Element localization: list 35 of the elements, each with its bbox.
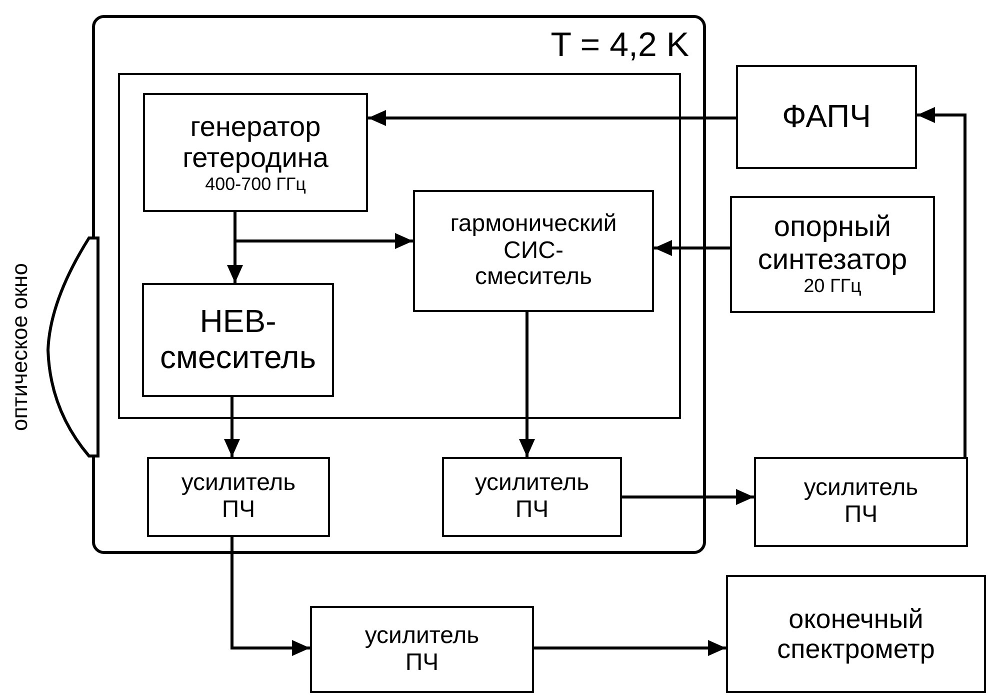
arrow xyxy=(519,312,535,457)
block-label: генератор гетеродина xyxy=(182,111,330,174)
block-box xyxy=(730,196,935,313)
block-label: усилитель ПЧ xyxy=(364,622,480,676)
arrow xyxy=(622,489,754,505)
block-label: усилитель ПЧ xyxy=(474,470,590,524)
frequency-label: 400-700 ГГц xyxy=(205,174,306,194)
block-label: усилитель ПЧ xyxy=(802,475,920,529)
block-box xyxy=(142,283,334,397)
block-label: НЕВ-смеситель xyxy=(158,304,318,376)
block-box xyxy=(726,575,986,693)
arrow xyxy=(917,107,966,457)
window-label: оптическое окно xyxy=(9,262,31,433)
block-label: гармонический СИС-смеситель xyxy=(449,210,618,292)
arrow xyxy=(368,110,736,126)
cryostat-box xyxy=(92,15,706,554)
block-box xyxy=(143,93,368,212)
group-box xyxy=(118,73,681,419)
block-box xyxy=(754,457,968,547)
block-box xyxy=(310,606,534,693)
block-box xyxy=(736,65,917,169)
arrow xyxy=(534,640,726,656)
block-box xyxy=(413,190,654,312)
temperature-label: T = 4,2 K xyxy=(550,26,689,64)
block-box xyxy=(147,457,330,537)
block-label: ФАПЧ xyxy=(782,99,871,135)
arrow xyxy=(230,537,310,656)
arrow xyxy=(224,397,240,457)
frequency-label: 20 ГГц xyxy=(804,276,862,298)
block-box xyxy=(442,457,622,537)
block-label: опорный синтезатор xyxy=(756,211,908,276)
arrow xyxy=(654,240,730,256)
arrow xyxy=(234,212,413,249)
block-label: усилитель ПЧ xyxy=(180,470,297,524)
block-label: оконечный спектрометр xyxy=(776,604,936,664)
